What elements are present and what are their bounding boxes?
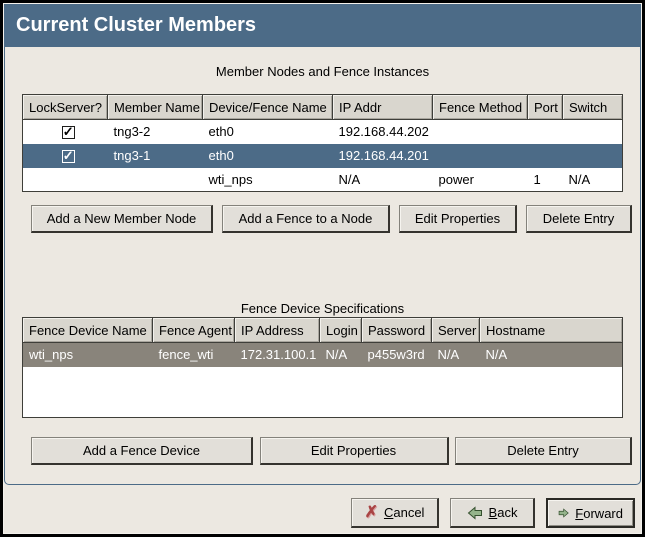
member-delete-entry-button[interactable]: Delete Entry bbox=[526, 205, 632, 233]
switch-cell bbox=[562, 143, 623, 168]
member-name-cell: tng3-2 bbox=[113, 124, 151, 140]
lockserver-cell bbox=[23, 168, 108, 192]
back-arrow-icon bbox=[467, 505, 482, 520]
fence-method-cell bbox=[433, 120, 528, 144]
fence-agent-cell: fence_wti bbox=[152, 342, 235, 367]
add-fence-device-button[interactable]: Add a Fence Device bbox=[31, 437, 253, 465]
fence-method-cell: power bbox=[438, 171, 474, 187]
switch-cell bbox=[563, 120, 623, 144]
col-ip-addr[interactable]: IP Addr bbox=[332, 94, 433, 120]
check-icon: ✓ bbox=[62, 148, 74, 164]
forward-label: Forward bbox=[575, 505, 623, 521]
lockserver-cell: ✓ bbox=[23, 120, 108, 144]
login-cell: N/A bbox=[319, 342, 362, 367]
col-password[interactable]: Password bbox=[361, 317, 432, 343]
ip-addr-cell: 192.168.44.201 bbox=[332, 143, 433, 168]
lockserver-cell: ✓ bbox=[22, 143, 108, 168]
table-row-selected[interactable]: ✓ tng3-1 eth0 192.168.44.201 bbox=[22, 143, 623, 168]
fence-devices-table: Fence Device Name Fence Agent IP Address… bbox=[22, 317, 623, 418]
port-cell bbox=[528, 120, 563, 144]
cancel-button[interactable]: ✗ Cancel bbox=[351, 498, 439, 528]
col-login[interactable]: Login bbox=[319, 317, 362, 343]
member-table-caption: Member Nodes and Fence Instances bbox=[215, 64, 430, 79]
device-fence-name-cell: wti_nps bbox=[208, 171, 253, 187]
col-hostname[interactable]: Hostname bbox=[479, 317, 623, 343]
fence-method-cell bbox=[432, 143, 528, 168]
member-name-cell bbox=[108, 168, 203, 192]
col-fence-method[interactable]: Fence Method bbox=[432, 94, 528, 120]
page-title: Current Cluster Members bbox=[4, 4, 641, 47]
lockserver-checkbox[interactable]: ✓ bbox=[61, 124, 75, 140]
fence-edit-properties-button[interactable]: Edit Properties bbox=[259, 437, 449, 465]
dialog-body: Current Cluster Members Member Nodes and… bbox=[3, 3, 642, 534]
ip-address-cell: 172.31.100.1 bbox=[234, 342, 320, 367]
table-row[interactable]: ✓ tng3-2 eth0 192.168.44.202 bbox=[23, 120, 623, 144]
device-fence-name-cell: eth0 bbox=[202, 143, 333, 168]
col-switch[interactable]: Switch bbox=[562, 94, 623, 120]
col-fence-device-name[interactable]: Fence Device Name bbox=[22, 317, 153, 343]
ip-addr-cell: N/A bbox=[338, 171, 361, 187]
col-port[interactable]: Port bbox=[527, 94, 563, 120]
table-row-selected[interactable]: wti_nps fence_wti 172.31.100.1 N/A p455w… bbox=[22, 342, 623, 367]
wizard-footer: ✗ Cancel Back Forward bbox=[351, 498, 635, 528]
back-label: Back bbox=[488, 505, 518, 520]
cancel-label: Cancel bbox=[383, 505, 425, 520]
member-button-row: Add a New Member Node Add a Fence to a N… bbox=[31, 205, 632, 233]
fence-table-header: Fence Device Name Fence Agent IP Address… bbox=[22, 317, 623, 343]
back-button[interactable]: Back bbox=[450, 498, 535, 528]
password-cell: p455w3rd bbox=[361, 342, 432, 367]
col-ip-address[interactable]: IP Address bbox=[234, 317, 320, 343]
content-frame: Member Nodes and Fence Instances LockSer… bbox=[4, 47, 641, 485]
server-cell: N/A bbox=[431, 342, 480, 367]
add-fence-to-node-button[interactable]: Add a Fence to a Node bbox=[222, 205, 390, 233]
port-cell: 1 bbox=[533, 171, 541, 187]
add-member-node-button[interactable]: Add a New Member Node bbox=[31, 205, 213, 233]
col-fence-agent[interactable]: Fence Agent bbox=[152, 317, 235, 343]
lockserver-checkbox[interactable]: ✓ bbox=[61, 148, 75, 164]
table-row[interactable]: wti_nps N/A power 1 N/A bbox=[23, 168, 623, 192]
forward-arrow-icon bbox=[558, 508, 569, 518]
col-lockserver[interactable]: LockServer? bbox=[22, 94, 108, 120]
port-cell bbox=[527, 143, 563, 168]
fence-button-row: Add a Fence Device Edit Properties Delet… bbox=[31, 437, 632, 465]
switch-cell: N/A bbox=[568, 171, 591, 187]
forward-button[interactable]: Forward bbox=[546, 498, 635, 528]
col-member-name[interactable]: Member Name bbox=[107, 94, 203, 120]
member-edit-properties-button[interactable]: Edit Properties bbox=[399, 205, 517, 233]
hostname-cell: N/A bbox=[479, 342, 623, 367]
member-nodes-table: LockServer? Member Name Device/Fence Nam… bbox=[22, 94, 623, 192]
ip-addr-cell: 192.168.44.202 bbox=[338, 124, 429, 140]
cancel-icon: ✗ bbox=[364, 503, 378, 521]
check-icon: ✓ bbox=[62, 124, 74, 140]
empty-list-area bbox=[23, 367, 623, 418]
member-name-cell: tng3-1 bbox=[107, 143, 203, 168]
fence-delete-entry-button[interactable]: Delete Entry bbox=[455, 437, 632, 465]
col-device-fence-name[interactable]: Device/Fence Name bbox=[202, 94, 333, 120]
col-server[interactable]: Server bbox=[431, 317, 480, 343]
member-table-header: LockServer? Member Name Device/Fence Nam… bbox=[22, 94, 623, 120]
device-fence-name-cell: eth0 bbox=[208, 124, 234, 140]
fence-table-caption: Fence Device Specifications bbox=[240, 301, 405, 316]
fence-device-name-cell: wti_nps bbox=[22, 342, 153, 367]
